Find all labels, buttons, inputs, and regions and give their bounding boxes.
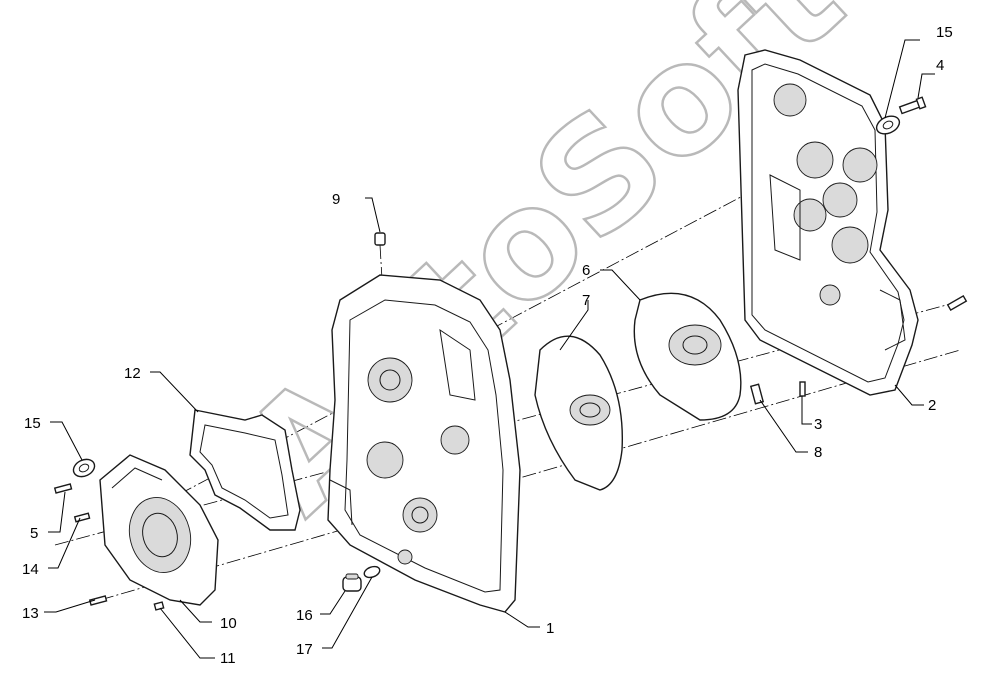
callout-5: 5 [30, 525, 38, 542]
callout-1: 1 [546, 620, 554, 637]
seal-ring-17-part [363, 565, 381, 579]
leader-lines [44, 39, 935, 659]
callout-17: 17 [296, 641, 313, 658]
gasket-12-part [189, 409, 301, 531]
callout-10: 10 [220, 615, 237, 632]
callout-8: 8 [814, 444, 822, 461]
bolt-upper-right-part [946, 294, 968, 312]
callout-6: 6 [582, 262, 590, 279]
main-housing-1-part [327, 274, 521, 613]
bolt-11-part [153, 601, 165, 611]
rear-cover-part [737, 49, 919, 396]
plug-16-part [342, 573, 362, 592]
callout-12: 12 [124, 365, 141, 382]
gasket-plate-7-part [534, 335, 624, 491]
callout-14: 14 [22, 561, 39, 578]
callout-labels: 15 4 6 7 9 12 15 5 14 13 10 11 16 17 1 2… [22, 24, 953, 667]
dowel-3-part [799, 381, 806, 397]
bolt-14-part [73, 512, 91, 523]
bolt-5-part [53, 483, 73, 494]
callout-15-upper: 15 [936, 24, 953, 41]
callout-16: 16 [296, 607, 313, 624]
bolt-4-part [898, 96, 927, 115]
callout-13: 13 [22, 605, 39, 622]
callout-3: 3 [814, 416, 822, 433]
callout-9: 9 [332, 191, 340, 208]
callout-11: 11 [220, 650, 236, 667]
bolt-13-part [88, 595, 108, 606]
front-cover-10-part [99, 454, 219, 606]
plug-9-part [374, 232, 386, 246]
washer-15-lower-part [72, 458, 96, 478]
callout-4: 4 [936, 57, 944, 74]
bolt-8-part [749, 383, 765, 405]
callout-15-lower: 15 [24, 415, 41, 432]
callout-7: 7 [582, 292, 590, 309]
cover-plate-6-part [633, 292, 742, 421]
callout-2: 2 [928, 397, 936, 414]
